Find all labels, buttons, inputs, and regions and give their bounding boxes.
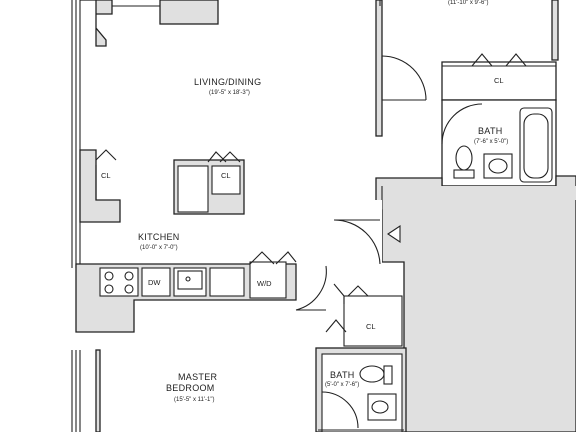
dishwasher-label: DW	[148, 278, 161, 287]
center-closet: CL	[173, 151, 245, 215]
west-window-wall	[71, 0, 81, 432]
closet-label-center: CL	[221, 171, 231, 180]
master-bedroom-dimension: (15'-5" x 11'-1")	[174, 397, 214, 403]
sink-upper	[483, 153, 513, 179]
kitchen-sink	[173, 267, 207, 297]
upper-bedroom-dimension: (11'-10" x 9'-6")	[448, 0, 488, 6]
left-closet: CL	[79, 149, 121, 223]
kitchen-dimension: (10'-0" x 7'-0")	[140, 245, 178, 251]
upper-right-walls	[375, 0, 559, 137]
living-dining-label: LIVING/DINING	[194, 77, 261, 87]
upper-closet: CL	[441, 53, 557, 101]
kitchen-label: KITCHEN	[138, 232, 180, 242]
washer-dryer-label: W/D	[257, 279, 272, 288]
master-bedroom-label-line2: BEDROOM	[166, 383, 215, 393]
bath-lower: BATH (5'-0" x 7'-6")	[315, 347, 407, 432]
bath-lower-dimension: (5'-0" x 7'-6")	[325, 382, 359, 388]
closet-label-lower: CL	[366, 322, 376, 331]
closet-label-upper: CL	[494, 76, 504, 85]
toilet-bowl-lower	[359, 365, 385, 383]
toilet-bowl	[455, 145, 473, 171]
lower-closet: CL	[325, 283, 403, 347]
master-bedroom-label-line1: MASTER	[178, 372, 218, 382]
living-dining-dimension: (19'-5" x 18'-3")	[209, 90, 250, 96]
bath-upper-label: BATH	[478, 126, 503, 136]
bath-upper-dimension: (7'-6" x 5'-0")	[474, 139, 508, 145]
refrigerator	[209, 267, 245, 297]
entry-arrow	[387, 224, 401, 244]
bath-upper: BATH (7'-6" x 5'-0")	[441, 99, 557, 187]
closet-label-left: CL	[101, 171, 111, 180]
bathtub	[519, 107, 553, 183]
dishwasher	[141, 267, 171, 297]
sink-lower	[367, 393, 397, 421]
toilet-tank-lower	[383, 365, 393, 385]
bath-lower-label: BATH	[330, 370, 355, 380]
kitchen: DW W/D KITCHEN (10'-0" x 7'-0")	[75, 232, 327, 333]
top-column	[159, 0, 219, 25]
top-left-wall	[80, 0, 113, 47]
washer-dryer	[249, 261, 287, 299]
toilet-tank	[453, 169, 475, 179]
